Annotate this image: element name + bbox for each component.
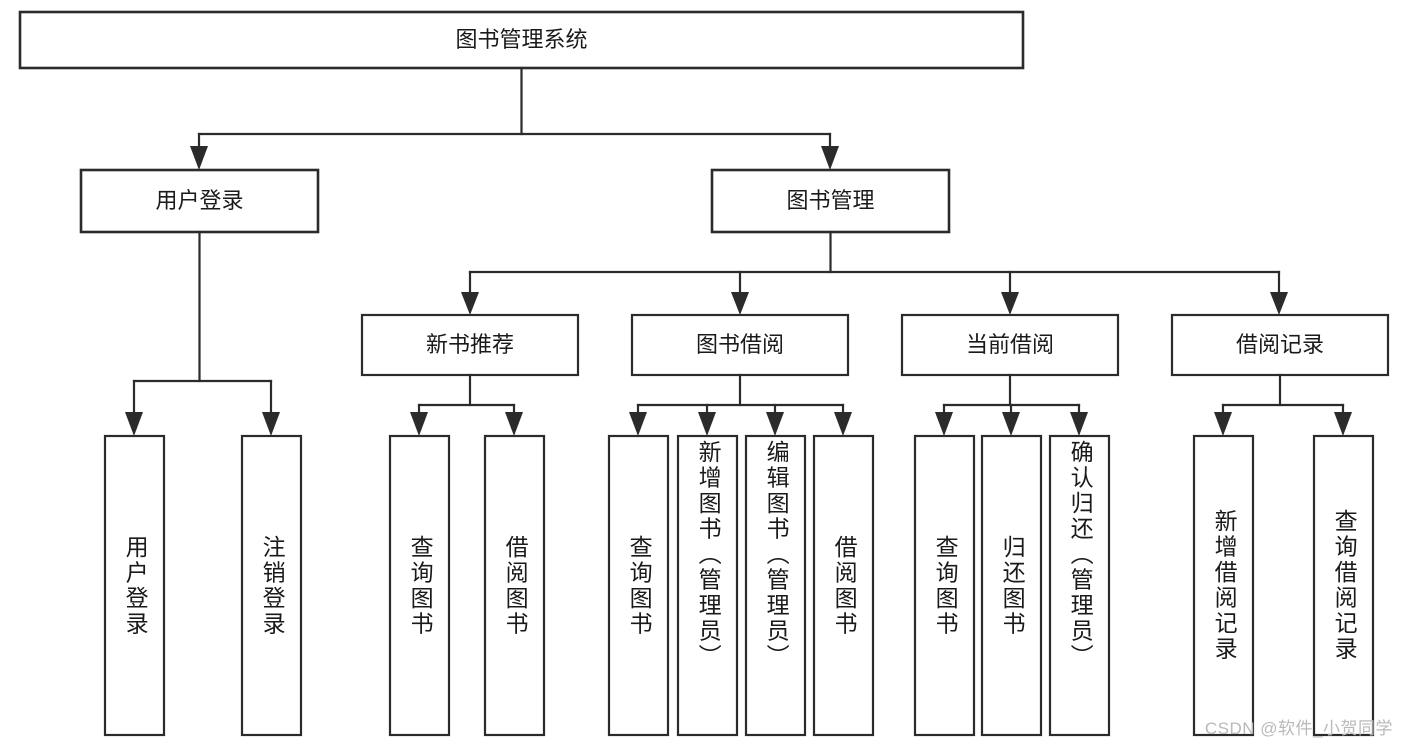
arrow-user-login [190, 146, 208, 170]
node-book-borrow-box[interactable] [630, 313, 850, 377]
arrow-leaf-query-book-2 [629, 412, 647, 436]
leaf-box-query-book-3[interactable] [913, 434, 976, 737]
leaf-box-return-book[interactable] [980, 434, 1043, 737]
arrow-leaf-add-book [698, 412, 716, 436]
arrow-leaf-query-book-3 [935, 412, 953, 436]
node-current-borrow-box[interactable] [900, 313, 1120, 377]
arrow-book-manage [821, 146, 839, 170]
leaf-box-edit-book[interactable] [744, 434, 807, 737]
node-current-borrow-label: 当前借阅 [966, 332, 1054, 357]
leaf-box-query-record[interactable] [1312, 434, 1375, 737]
node-root-box[interactable] [18, 10, 1025, 70]
arrow-leaf-borrow-book-2 [834, 412, 852, 436]
leaf-box-query-book-1[interactable] [388, 434, 451, 737]
node-new-book-rec-box[interactable] [360, 313, 580, 377]
node-borrow-record-label: 借阅记录 [1236, 332, 1324, 357]
arrow-new-book-rec [461, 292, 479, 315]
leaf-box-add-book[interactable] [676, 434, 739, 737]
arrow-leaf-query-book-1 [410, 412, 428, 436]
node-new-book-rec-label: 新书推荐 [426, 332, 514, 357]
arrow-leaf-return-book [1002, 412, 1020, 436]
node-book-borrow-label: 图书借阅 [696, 332, 784, 357]
arrow-book-borrow [731, 292, 749, 315]
arrow-leaf-borrow-book-1 [505, 412, 523, 436]
leaf-box-user-login[interactable] [103, 434, 166, 737]
node-borrow-record-box[interactable] [1170, 313, 1390, 377]
node-book-manage-label: 图书管理 [786, 188, 874, 213]
leaf-box-query-book-2[interactable] [607, 434, 670, 737]
arrow-leaf-query-record [1334, 412, 1352, 436]
node-book-manage-box[interactable] [710, 168, 951, 234]
leaf-box-confirm-return[interactable] [1048, 434, 1111, 737]
leaf-box-logout[interactable] [240, 434, 303, 737]
arrow-leaf-logout [262, 412, 280, 436]
leaf-box-borrow-book-1[interactable] [483, 434, 546, 737]
arrow-leaf-confirm-return [1070, 412, 1088, 436]
arrow-current-borrow [1001, 292, 1019, 315]
leaf-box-add-record[interactable] [1192, 434, 1255, 737]
arrow-leaf-edit-book [766, 412, 784, 436]
arrow-leaf-add-record [1214, 412, 1232, 436]
arrow-leaf-user-login [125, 412, 143, 436]
arrow-borrow-record [1270, 292, 1288, 315]
node-root-label: 图书管理系统 [455, 27, 587, 52]
csdn-watermark: CSDN @软件_小贺同学 [1204, 719, 1393, 738]
leaf-box-borrow-book-2[interactable] [812, 434, 875, 737]
node-user-login-label: 用户登录 [155, 188, 243, 213]
